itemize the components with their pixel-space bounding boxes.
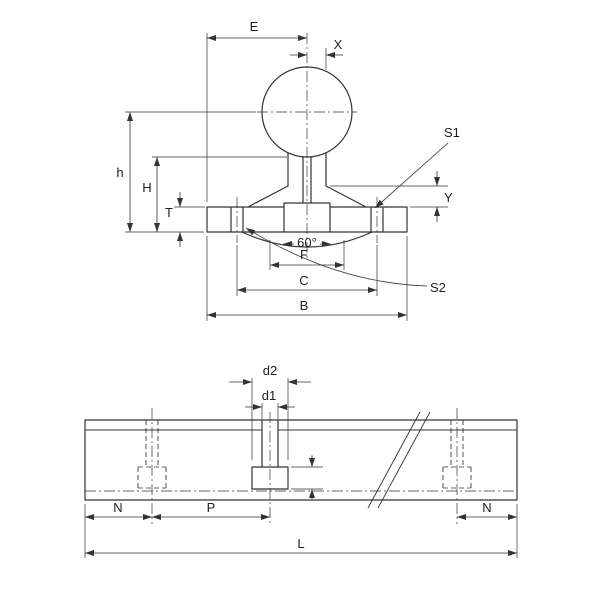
- dim-label-d2: d2: [263, 363, 277, 378]
- dim-label-f: F: [300, 247, 308, 262]
- dim-label-d1: d1: [262, 388, 276, 403]
- front-view: [206, 33, 408, 260]
- dim-label-t: T: [165, 205, 173, 220]
- leader-s1: [374, 142, 449, 209]
- break-lines: [367, 411, 431, 509]
- dim-label-s2: S2: [430, 280, 446, 295]
- dim-label-n-right: N: [482, 500, 491, 515]
- dim-label-x: X: [334, 37, 343, 52]
- center-hole-outline: [251, 419, 289, 490]
- right-hole-hidden: [442, 420, 472, 489]
- dim-label-n-left: N: [113, 500, 122, 515]
- leader-s2: [245, 227, 428, 287]
- dim-label-h: h: [116, 165, 123, 180]
- rail-extension-lines: [84, 378, 518, 558]
- dim-label-b: B: [300, 298, 309, 313]
- front-extension-lines: [125, 33, 448, 321]
- dim-label-c: C: [299, 273, 308, 288]
- left-hole-hidden: [137, 420, 167, 489]
- support-body-outline: [206, 152, 408, 233]
- front-centerlines: [236, 33, 378, 260]
- dim-label-l: L: [297, 536, 304, 551]
- dim-label-e: E: [250, 19, 259, 34]
- dim-label-hcap: H: [142, 180, 151, 195]
- dim-label-y: Y: [444, 190, 453, 205]
- rail-dimensions: d2 d1 N P N L: [84, 363, 518, 558]
- rail-outline: [84, 419, 518, 501]
- dim-label-angle: 60°: [297, 235, 317, 250]
- dim-label-s1: S1: [444, 125, 460, 140]
- rail-centerlines: [85, 408, 517, 524]
- dim-label-p: P: [207, 500, 216, 515]
- front-dimensions: E X S1 h H T Y 60° F C B S2: [116, 19, 460, 321]
- rail-view: [84, 408, 518, 524]
